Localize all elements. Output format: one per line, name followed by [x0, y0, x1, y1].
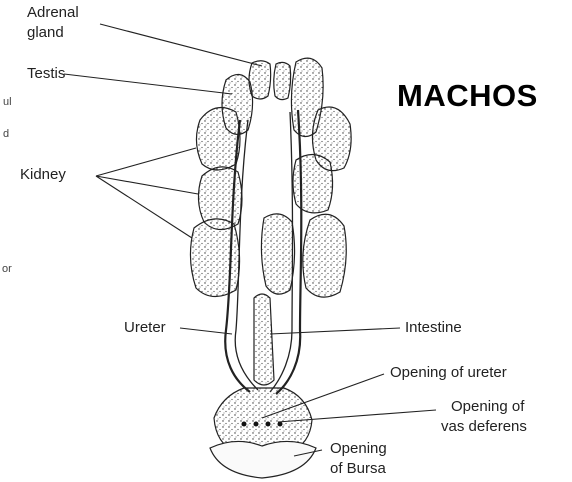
- cut-text-2: d: [3, 128, 9, 140]
- opening-dot-3: [266, 422, 271, 427]
- label-kidney: Kidney: [20, 166, 66, 184]
- cut-text-3: or: [2, 263, 12, 275]
- leader-testis: [64, 74, 232, 94]
- leader-kidney-1: [96, 148, 196, 176]
- kidney-left-upper: [196, 108, 240, 171]
- opening-dot-1: [242, 422, 247, 427]
- label-opening-vas-line2: vas deferens: [441, 418, 527, 436]
- label-adrenal-line2: gland: [27, 24, 64, 42]
- adrenal-gland-right: [274, 62, 291, 99]
- bursa: [210, 441, 316, 478]
- leader-kidney-2: [96, 176, 198, 194]
- leader-ureter: [180, 328, 232, 334]
- opening-dot-2: [254, 422, 259, 427]
- leader-intestine: [270, 328, 400, 334]
- label-opening-bursa-line2: of Bursa: [330, 460, 386, 478]
- kidney-right-lower: [303, 214, 346, 297]
- cut-text-1: ul: [3, 96, 12, 108]
- intestine: [254, 294, 274, 385]
- label-adrenal-line1: Adrenal: [27, 4, 79, 22]
- label-testis: Testis: [27, 65, 65, 83]
- label-ureter: Ureter: [124, 319, 166, 337]
- label-intestine: Intestine: [405, 319, 462, 337]
- label-opening-bursa-line1: Opening: [330, 440, 387, 458]
- kidney-right-middle: [293, 154, 333, 212]
- leader-adrenal: [100, 24, 262, 66]
- label-opening-ureter: Opening of ureter: [390, 364, 507, 382]
- leader-kidney-3: [96, 176, 192, 238]
- page-title: MACHOS: [397, 78, 538, 114]
- label-opening-vas-line1: Opening of: [451, 398, 524, 416]
- kidney-right-inner: [261, 214, 294, 294]
